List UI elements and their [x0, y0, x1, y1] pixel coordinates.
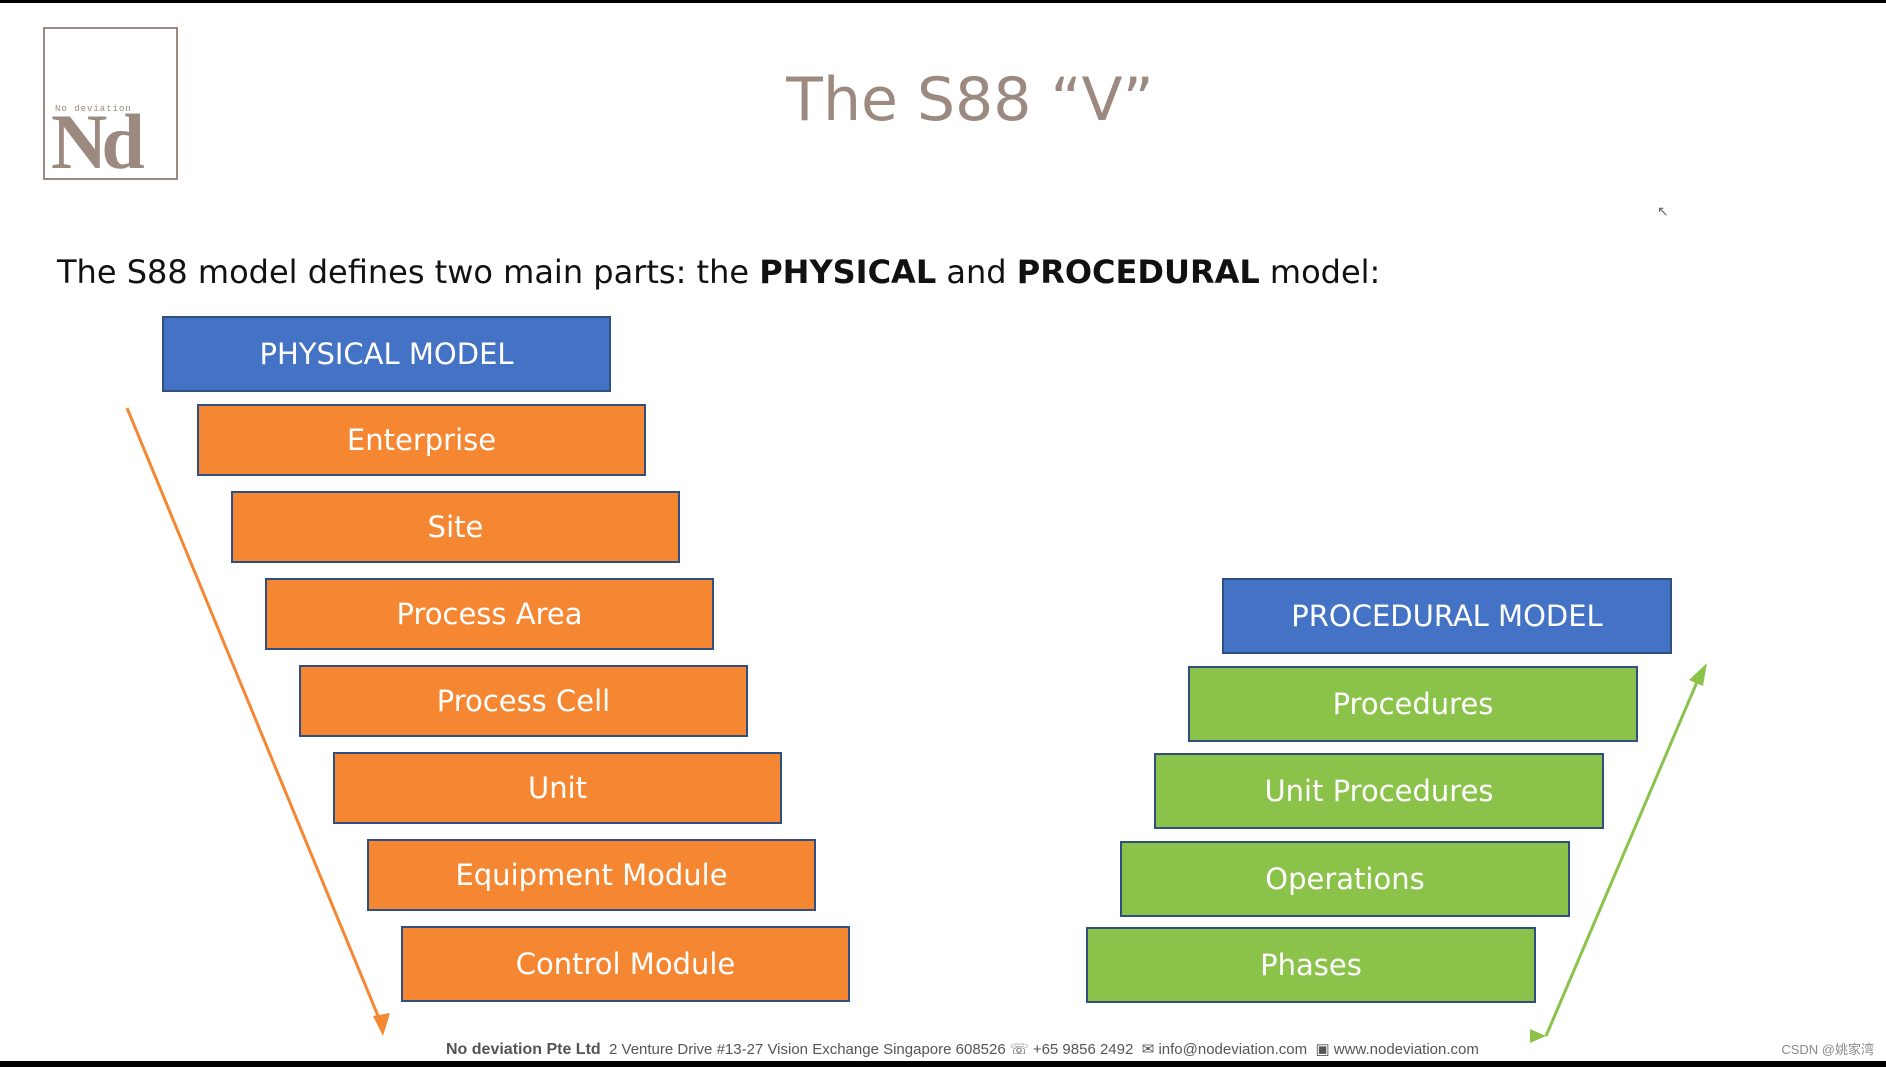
bottom-connector-arrowhead	[1530, 1029, 1546, 1043]
footer-phone: +65 9856 2492	[1032, 1041, 1134, 1058]
logo-letters: Nd	[51, 98, 145, 185]
slide-subtitle: The S88 model defines two main parts: th…	[57, 253, 1380, 291]
subtitle-procedural: PROCEDURAL	[1016, 253, 1260, 291]
slide-footer: No deviation Pte Ltd 2 Venture Drive #13…	[446, 1040, 1479, 1059]
physical-level-equipment-module: Equipment Module	[367, 839, 816, 911]
slide: No deviation Nd The S88 “V” The S88 mode…	[0, 3, 1886, 1061]
physical-level-site: Site	[231, 491, 680, 563]
physical-model-header: PHYSICAL MODEL	[162, 316, 611, 392]
procedural-level-unit-procedures: Unit Procedures	[1154, 753, 1604, 829]
nd-logo: No deviation Nd	[43, 27, 178, 185]
footer-email: info@nodeviation.com	[1158, 1041, 1308, 1058]
subtitle-part2: and	[936, 253, 1017, 291]
email-icon: ✉	[1141, 1041, 1155, 1058]
procedural-level-procedures: Procedures	[1188, 666, 1638, 742]
subtitle-part1: The S88 model defines two main parts: th…	[57, 253, 760, 291]
footer-website: www.nodeviation.com	[1333, 1041, 1479, 1058]
procedural-level-phases: Phases	[1086, 927, 1536, 1003]
physical-level-control-module: Control Module	[401, 926, 850, 1002]
mouse-cursor-icon: ↖	[1657, 203, 1669, 219]
physical-down-arrowhead	[373, 1013, 390, 1036]
phone-icon: ☏	[1009, 1041, 1029, 1058]
physical-level-unit: Unit	[333, 752, 782, 824]
procedural-level-operations: Operations	[1120, 841, 1570, 917]
subtitle-part3: model:	[1259, 253, 1381, 291]
physical-level-process-area: Process Area	[265, 578, 714, 650]
procedural-up-arrowhead	[1689, 663, 1707, 686]
subtitle-physical: PHYSICAL	[759, 253, 937, 291]
footer-company: No deviation Pte Ltd	[446, 1041, 601, 1058]
logo-small-text: No deviation	[55, 104, 132, 114]
physical-level-process-cell: Process Cell	[299, 665, 748, 737]
monitor-icon: ▣	[1315, 1041, 1330, 1058]
v-arrows	[125, 407, 1707, 1043]
slide-title: The S88 “V”	[786, 65, 1154, 135]
footer-address: 2 Venture Drive #13-27 Vision Exchange S…	[609, 1041, 1006, 1058]
physical-level-enterprise: Enterprise	[197, 404, 646, 476]
procedural-model-header: PROCEDURAL MODEL	[1222, 578, 1672, 654]
watermark: CSDN @姚家湾	[1781, 1042, 1874, 1057]
procedural-up-arrow-line	[1544, 674, 1702, 1037]
physical-down-arrow-line	[125, 407, 385, 1029]
